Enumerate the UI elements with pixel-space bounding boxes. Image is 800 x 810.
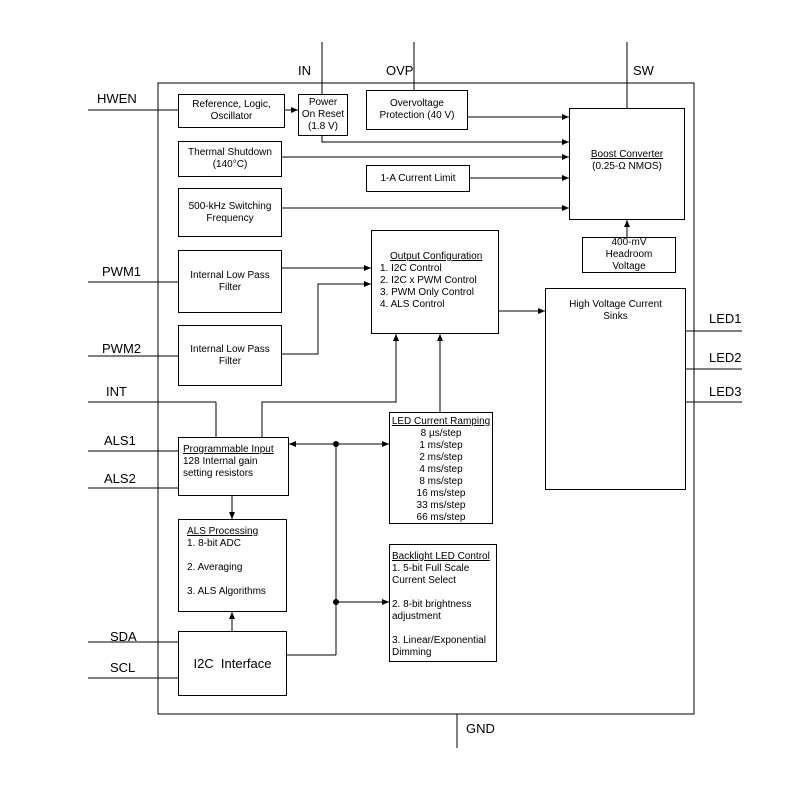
block-title: Output Configuration <box>390 251 483 262</box>
pin-label-led2: LED2 <box>709 350 742 365</box>
list-item: 4 ms/step <box>419 464 463 475</box>
pin-label-hwen: HWEN <box>97 91 137 106</box>
list-item: 33 ms/step <box>416 500 466 511</box>
pin-label-led3: LED3 <box>709 384 742 399</box>
pin-label-als1: ALS1 <box>104 433 136 448</box>
chip-outline <box>157 82 695 715</box>
wire-por-to-boost <box>321 136 569 145</box>
block-i2c-interface: I2C Interface <box>178 631 287 696</box>
list-item: 3. ALS Algorithms <box>187 586 266 597</box>
block-text: Headroom <box>605 249 653 260</box>
list-item: 1. 5-bit Full Scale <box>392 563 470 574</box>
junction-dot <box>333 599 339 605</box>
block-thermal-shutdown: Thermal Shutdown (140°C) <box>178 141 282 177</box>
block-text: Oscillator <box>210 111 253 122</box>
block-als-processing: ALS Processing 1. 8-bit ADC 2. Averaging… <box>178 519 287 612</box>
list-item: 4. ALS Control <box>380 299 445 310</box>
block-text: Overvoltage <box>390 98 444 109</box>
list-item: 2. I2C x PWM Control <box>380 275 477 286</box>
list-item: 16 ms/step <box>416 488 466 499</box>
block-title: ALS Processing <box>187 526 259 537</box>
pin-label-pwm1: PWM1 <box>102 264 141 279</box>
list-item: 8 ms/step <box>419 476 463 487</box>
junction-dot <box>333 441 339 447</box>
list-item: adjustment <box>392 611 441 622</box>
list-item: 1. I2C Control <box>380 263 442 274</box>
pin-label-in: IN <box>298 63 311 78</box>
list-item: Current Select <box>392 575 456 586</box>
block-text: 400-mV <box>611 237 647 248</box>
block-title: LED Current Ramping <box>391 416 491 427</box>
list-item: 2. 8-bit brightness <box>392 599 472 610</box>
block-text: Internal Low Pass <box>190 343 270 355</box>
pin-label-gnd: GND <box>466 721 495 736</box>
block-text: 1-A Current Limit <box>380 172 456 184</box>
pin-label-als2: ALS2 <box>104 471 136 486</box>
block-text: Thermal Shutdown <box>188 147 272 158</box>
block-reference-logic-oscillator: Reference, Logic, Oscillator <box>178 94 285 128</box>
block-switching-frequency: 500-kHz Switching Frequency <box>178 188 282 237</box>
block-text: 500-kHz Switching <box>188 200 272 212</box>
list-item: 1 ms/step <box>419 440 463 451</box>
block-text: setting resistors <box>183 468 254 479</box>
list-item: 1. 8-bit ADC <box>187 538 241 549</box>
block-text: Protection (40 V) <box>379 110 455 121</box>
pin-label-scl: SCL <box>110 660 136 675</box>
block-text: Reference, Logic, <box>192 99 271 110</box>
block-headroom-voltage: 400-mV Headroom Voltage <box>582 237 676 273</box>
block-text: I2C Interface <box>193 656 272 671</box>
block-backlight-led-control: Backlight LED Control 1. 5-bit Full Scal… <box>389 544 497 662</box>
block-text: Internal Low Pass <box>190 269 270 281</box>
block-text: Filter <box>218 355 242 367</box>
list-item: 2 ms/step <box>419 452 463 463</box>
block-output-configuration: Output Configuration 1. I2C Control 2. I… <box>371 230 499 334</box>
block-title: Boost Converter <box>590 149 664 160</box>
block-text: High Voltage Current <box>569 299 662 310</box>
block-text: Sinks <box>603 311 628 322</box>
pin-label-pwm2: PWM2 <box>102 341 141 356</box>
block-power-on-reset: Power On Reset (1.8 V) <box>298 94 348 136</box>
block-text: (1.8 V) <box>307 121 338 132</box>
block-text: (0.25-Ω NMOS) <box>592 161 662 172</box>
list-item: 2. Averaging <box>187 562 243 573</box>
list-item: 66 ms/step <box>416 512 466 523</box>
block-programmable-input: Programmable Input 128 Internal gain set… <box>178 437 289 496</box>
pin-label-int: INT <box>106 384 127 399</box>
block-low-pass-filter-2: Internal Low Pass Filter <box>178 325 282 386</box>
block-boost-converter: Boost Converter (0.25-Ω NMOS) <box>569 108 685 220</box>
block-text: Filter <box>218 281 242 293</box>
block-text: On Reset <box>301 109 345 120</box>
block-text: Voltage <box>612 261 646 272</box>
wire-lpf2-to-outcfg <box>282 281 371 355</box>
list-item: 3. Linear/Exponential <box>392 635 486 646</box>
block-high-voltage-current-sinks: High Voltage Current Sinks <box>545 288 686 490</box>
pin-label-sda: SDA <box>110 629 137 644</box>
list-item: Dimming <box>392 647 432 658</box>
block-title: Programmable Input <box>183 444 274 455</box>
pin-label-sw: SW <box>633 63 654 78</box>
pin-label-led1: LED1 <box>709 311 742 326</box>
block-text: Frequency <box>206 212 254 224</box>
list-item: 8 µs/step <box>420 428 462 439</box>
pin-label-ovp: OVP <box>386 63 414 78</box>
block-title: Backlight LED Control <box>392 551 490 562</box>
block-text: (140°C) <box>212 159 248 170</box>
wire-prog-to-outcfg <box>261 334 399 437</box>
block-overvoltage-protection: Overvoltage Protection (40 V) <box>366 90 468 130</box>
block-low-pass-filter-1: Internal Low Pass Filter <box>178 250 282 313</box>
block-text: Power <box>308 97 338 108</box>
block-text: 128 Internal gain <box>183 456 258 467</box>
list-item: 3. PWM Only Control <box>380 287 474 298</box>
block-led-current-ramping: LED Current Ramping 8 µs/step 1 ms/step … <box>389 412 493 524</box>
block-current-limit: 1-A Current Limit <box>366 165 470 192</box>
